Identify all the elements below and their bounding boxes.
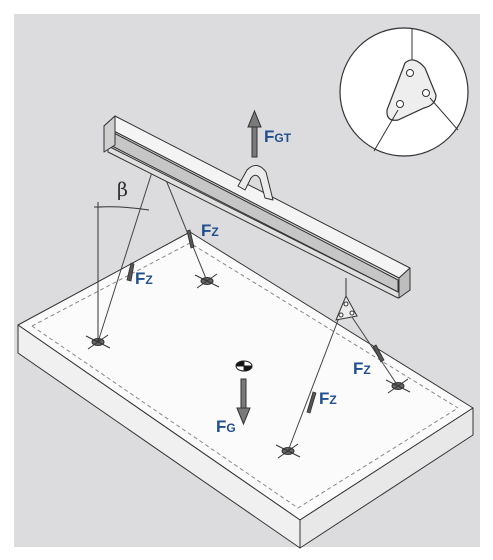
beta-angle-marker (94, 202, 150, 342)
sling-left-front (97, 171, 153, 343)
sling-right-front (287, 314, 341, 452)
label-sling-angle: β (117, 179, 128, 201)
lifting-shackle (237, 165, 274, 201)
center-of-gravity-icon (235, 360, 253, 372)
lifting-plate-detail-icon (339, 27, 469, 157)
beam-end-face (398, 267, 411, 299)
label-sling-force-right-front: FZ (319, 389, 337, 408)
angle-arc (97, 206, 150, 211)
sling-arrow-right-rear (372, 344, 385, 363)
label-beam-force: FGT (264, 127, 292, 146)
label-sling-force-left-front: FZ (135, 269, 153, 288)
slab-edge-dashed-line-front (31, 325, 459, 509)
beam-start-face (103, 115, 116, 153)
sling-force-arrows (126, 229, 385, 414)
arrow-down-icon (236, 378, 251, 426)
label-sling-force-left-rear: FZ (201, 221, 219, 240)
sling-left-rear (165, 179, 208, 282)
arrow-up-icon (247, 109, 262, 158)
label-sling-force-right-rear: FZ (353, 359, 371, 378)
sling-arrow-left-rear (186, 229, 195, 249)
right-hanger (335, 278, 358, 321)
lifting-beam (103, 115, 411, 299)
sling-arrow-right-front (306, 391, 317, 414)
sling-arrow-left-front (126, 262, 135, 282)
label-weight-force: FG (216, 417, 236, 436)
slab-side-face (299, 407, 474, 549)
